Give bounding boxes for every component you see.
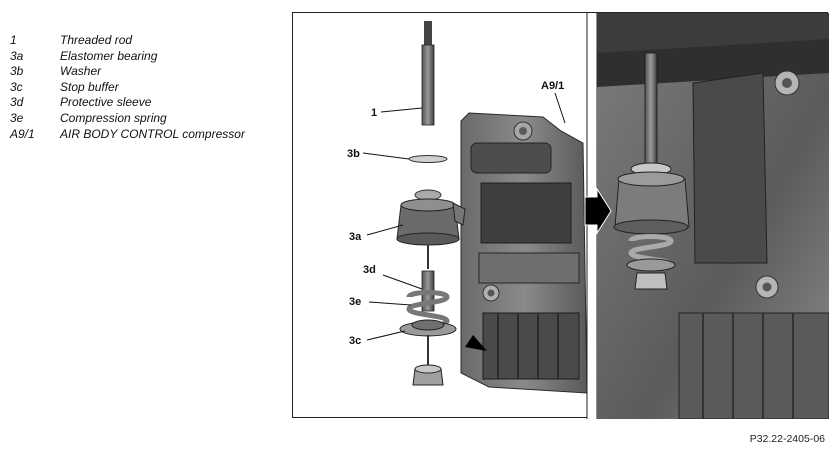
- callout-spring: 3e: [349, 296, 361, 308]
- leader-line: [380, 107, 423, 113]
- legend-desc: Elastomer bearing: [60, 48, 158, 63]
- legend-item: 3c Stop buffer: [10, 80, 290, 96]
- leader-line: [368, 301, 412, 306]
- callout-compressor: A9/1: [541, 80, 564, 92]
- figure-panel: 1 A9/1 3b 3a 3d 3e 3c: [292, 12, 830, 420]
- legend-key: A9/1: [10, 126, 35, 141]
- legend-key: 1: [10, 33, 17, 47]
- legend-item: 3b Washer: [10, 64, 290, 80]
- leader-line: [382, 274, 423, 290]
- leader-line: [366, 330, 406, 341]
- legend-item: 1 Threaded rod: [10, 33, 290, 49]
- legend-item: A9/1 AIR BODY CONTROL compressor: [10, 127, 290, 143]
- legend-key: 3c: [10, 79, 23, 94]
- legend-key: 3b: [10, 64, 24, 79]
- legend-desc: AIR BODY CONTROL compressor: [60, 126, 245, 141]
- leader-line: [554, 92, 566, 124]
- callout-buffer: 3c: [349, 335, 361, 347]
- stop-buffer: [399, 319, 457, 337]
- exploded-diagram: 1 A9/1 3b 3a 3d 3e 3c: [347, 13, 830, 420]
- callout-sleeve: 3d: [363, 264, 376, 276]
- nut: [412, 364, 444, 386]
- legend: 1 Threaded rod 3a Elastomer bearing 3b Wash…: [10, 33, 290, 142]
- threaded-rod-tip: [424, 21, 432, 49]
- legend-key: 3a: [10, 48, 24, 63]
- arrow-icon: [455, 331, 487, 351]
- legend-desc: Compression spring: [60, 110, 167, 125]
- legend-desc: Stop buffer: [60, 79, 119, 94]
- elastomer-bearing: [396, 189, 466, 246]
- legend-key: 3d: [10, 95, 24, 110]
- callout-bearing: 3a: [349, 231, 362, 243]
- legend-desc: Washer: [60, 64, 102, 79]
- connector-line: [427, 245, 429, 269]
- legend-item: 3e Compression spring: [10, 111, 290, 127]
- legend-item: 3d Protective sleeve: [10, 95, 290, 111]
- legend-key: 3e: [10, 110, 24, 125]
- legend-desc: Protective sleeve: [60, 95, 152, 110]
- leader-line: [362, 152, 410, 160]
- threaded-rod: [421, 44, 435, 126]
- installed-view: [597, 13, 830, 420]
- arrow-right-icon: [584, 187, 612, 235]
- legend-item: 3a Elastomer bearing: [10, 49, 290, 65]
- connector-line: [427, 335, 429, 365]
- figure-caption: P32.22-2405-06: [749, 433, 825, 445]
- callout-rod: 1: [371, 107, 377, 119]
- leader-line: [366, 224, 404, 236]
- compressor-body: [460, 112, 588, 394]
- legend-desc: Threaded rod: [60, 33, 133, 47]
- washer: [408, 155, 448, 163]
- callout-washer: 3b: [347, 148, 360, 160]
